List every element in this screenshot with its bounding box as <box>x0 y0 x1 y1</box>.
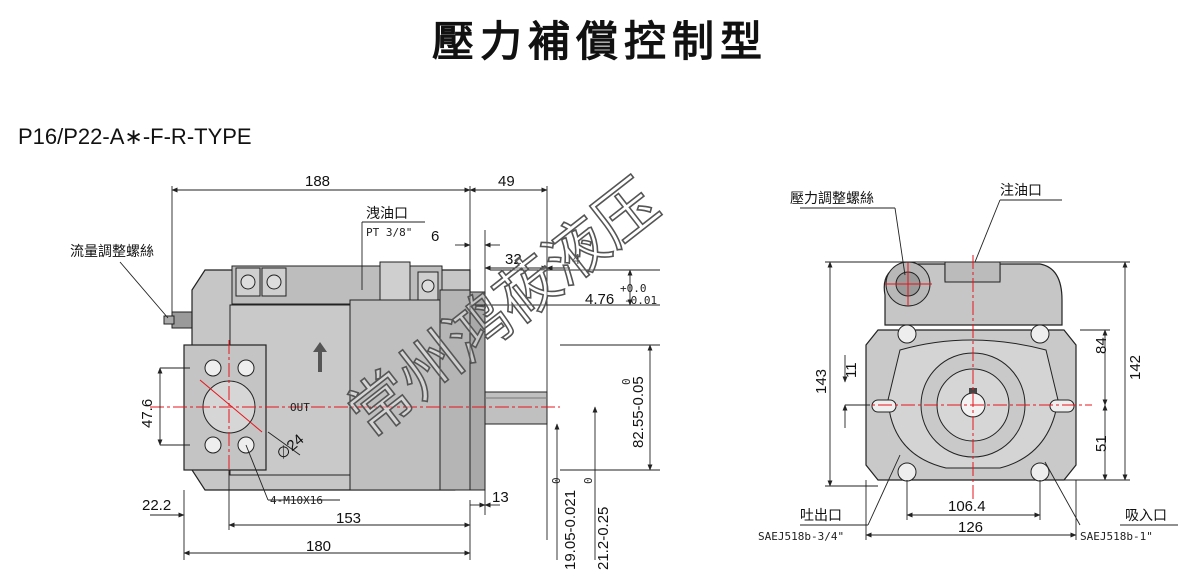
dim-188: 188 <box>305 173 330 190</box>
dim-84: 84 <box>1093 337 1110 354</box>
dim-126: 126 <box>958 519 983 536</box>
dim-49: 49 <box>498 173 515 190</box>
dim-4-76: 4.76 <box>585 291 614 308</box>
dim-142: 142 <box>1127 355 1144 380</box>
fill-port-label: 注油口 <box>1000 183 1042 199</box>
page-title: 壓力補償控制型 <box>431 17 768 66</box>
dim-180: 180 <box>306 538 331 555</box>
dim-19-05-upper: 0 <box>550 477 563 484</box>
dim-19-05: 19.05-0.021 <box>562 490 579 570</box>
dim-143: 143 <box>813 369 830 394</box>
dim-82-55: 82.55-0.05 <box>630 376 647 448</box>
drain-port-spec: PT 3/8" <box>366 226 412 239</box>
dim-21-2: 21.2-0.25 <box>595 507 612 570</box>
outlet-port-spec: SAEJ518b-3/4" <box>758 530 844 543</box>
dim-82-55-upper: 0 <box>620 378 633 385</box>
dim-51: 51 <box>1093 435 1110 452</box>
side-view-dimension-lines <box>119 187 653 560</box>
outlet-port-label: 吐出口 <box>800 508 842 524</box>
dim-4-76-tol-lower: -0.01 <box>624 294 657 307</box>
dim-4: 4 <box>572 251 580 268</box>
dim-11: 11 <box>843 362 860 378</box>
dim-22-2: 22.2 <box>142 497 171 514</box>
side-view-callouts: 洩油口 PT 3/8" 流量調整螺絲 4-M10X16 OUT <box>70 206 412 507</box>
side-view <box>150 261 560 491</box>
bolt-spec: 4-M10X16 <box>270 494 323 507</box>
inlet-port-spec: SAEJ518b-1" <box>1080 530 1153 543</box>
out-port-mark: OUT <box>290 401 310 414</box>
flow-adjust-screw-label: 流量調整螺絲 <box>70 244 154 260</box>
front-view-dimension-labels: 143 11 84 142 51 106.4 126 <box>813 337 1144 536</box>
inlet-port-label: 吸入口 <box>1125 508 1167 524</box>
dim-21-2-upper: 0 <box>582 477 595 484</box>
dim-13: 13 <box>492 489 509 506</box>
pressure-adjust-screw-label: 壓力調整螺絲 <box>790 191 874 207</box>
drain-port-label: 洩油口 <box>366 206 408 222</box>
dim-106-4: 106.4 <box>948 498 986 515</box>
dim-6: 6 <box>431 228 439 245</box>
front-view <box>855 255 1092 500</box>
dim-32: 32 <box>505 251 522 268</box>
dim-4-76-tol-upper: +0.0 <box>620 282 647 295</box>
front-view-callouts: 壓力調整螺絲 注油口 吐出口 SAEJ518b-3/4" 吸入口 SAEJ518… <box>758 183 1167 543</box>
front-view-dimension-lines <box>800 199 1178 540</box>
dim-153: 153 <box>336 510 361 527</box>
dim-47-6: 47.6 <box>139 399 156 428</box>
side-view-dimension-labels: 188 49 6 32 4 4.76 +0.0 -0.01 47.6 ∅24 2… <box>139 173 657 570</box>
model-code: P16/P22-A∗-F-R-TYPE <box>18 124 252 149</box>
